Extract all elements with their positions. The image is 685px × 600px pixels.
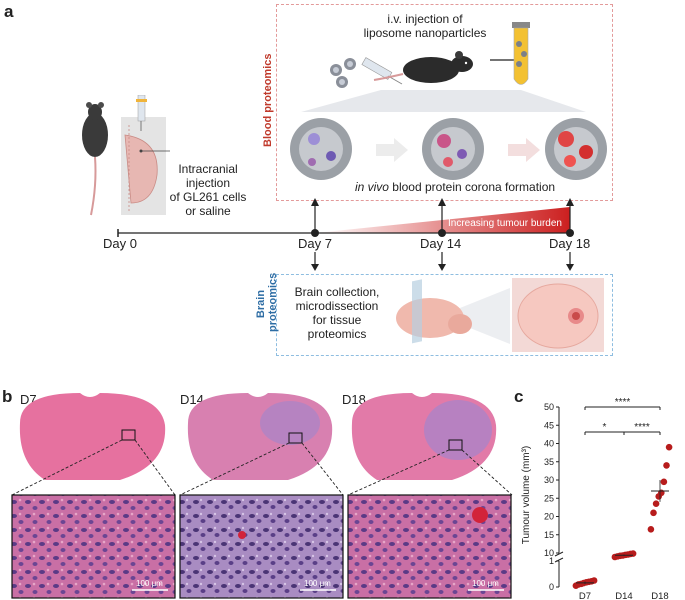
histology-panel: [11, 393, 513, 599]
blood-proteomics-label: Blood proteomics: [262, 53, 274, 147]
corona-1: [290, 118, 352, 180]
panel-c-letter: c: [514, 387, 524, 406]
arrows-day14: [438, 198, 446, 271]
y-tick-label: 0: [549, 582, 554, 592]
brain-collection-line-2: microdissection: [295, 299, 379, 313]
y-tick-label: 50: [544, 402, 554, 412]
timeline: [117, 198, 574, 271]
x-tick-label: D7: [579, 591, 591, 600]
significance-label: *: [603, 422, 607, 433]
zoom-d7: [11, 494, 176, 599]
intracranial-line-4: or saline: [185, 204, 231, 218]
brain-section-d7: [19, 393, 166, 480]
mouse-topview-icon: [82, 102, 108, 216]
corona-2: [422, 118, 484, 180]
brain-collection-illustration: [396, 278, 604, 352]
test-tube-icon: [512, 22, 530, 85]
tumour-volume-chart: 10 15 20 25 30 35 40 45 50 0 1 Tumour volume (mm³) D…: [521, 397, 673, 600]
y-tick-label: 30: [544, 475, 554, 485]
arrows-day7: [311, 198, 319, 271]
y-tick-label: 1: [549, 556, 554, 566]
section-label-d18: D18: [342, 392, 366, 407]
injection-text-2: liposome nanoparticles: [363, 26, 487, 40]
y-tick-label: 15: [544, 530, 554, 540]
arrows-day18: [566, 198, 574, 271]
intracranial-illustration: [82, 95, 170, 216]
data-point: [660, 478, 668, 486]
intracranial-line-2: injection: [185, 176, 231, 190]
significance-label: ****: [634, 422, 650, 433]
day-14-label: Day 14: [420, 236, 462, 251]
corona-3: [545, 118, 607, 180]
scale-label-d7: 100 μm: [136, 579, 163, 588]
significance-label: ****: [615, 397, 631, 408]
day-7-label: Day 7: [298, 236, 332, 251]
panel-a-letter: a: [4, 2, 14, 21]
data-point: [652, 500, 660, 508]
brain-proteomics-line-2: proteomics: [267, 272, 279, 332]
brain-collection-line-4: proteomics: [307, 327, 367, 341]
corona-caption: in vivo blood protein corona formation: [330, 180, 580, 194]
section-label-d14: D14: [180, 392, 204, 407]
data-point: [650, 509, 657, 517]
data-point: [663, 462, 670, 469]
liposome-icons: [330, 58, 356, 88]
data-point: [665, 443, 673, 451]
data-point: [647, 525, 655, 533]
intracranial-line-3: of GL261 cells: [169, 190, 247, 204]
blood-proteomics-box: [276, 4, 613, 201]
brain-proteomics-line-1: Brain: [255, 289, 267, 319]
syringe-icon: [361, 57, 403, 85]
brain-collection-line-3: for tissue: [312, 313, 362, 327]
burden-label: Increasing tumour burden: [448, 218, 562, 229]
corona-italic: in vivo: [354, 180, 389, 194]
brain-collection-text: Brain collection, microdissection for ti…: [282, 285, 392, 341]
scale-label-d14: 100 μm: [304, 579, 331, 588]
day-0-label: Day 0: [103, 236, 137, 251]
corona-rest: blood protein corona formation: [388, 180, 556, 194]
y-axis-label: Tumour volume (mm³): [521, 446, 532, 545]
whole-brain-icon: [396, 279, 472, 344]
brain-collection-line-1: Brain collection,: [294, 285, 380, 299]
y-tick-label: 40: [544, 439, 554, 449]
panel-b-letter: b: [2, 387, 13, 406]
y-tick-label: 25: [544, 493, 554, 503]
data-point: [590, 577, 598, 584]
syringe-small-icon: [136, 95, 147, 131]
intracranial-line-1: Intracranial: [178, 162, 238, 176]
mouse-icon: [373, 51, 473, 83]
brain-section-d18: [351, 393, 497, 480]
scale-label-d18: 100 μm: [472, 579, 499, 588]
y-tick-label: 20: [544, 512, 554, 522]
axis-break-mark: [554, 551, 564, 557]
y-tick-label: 35: [544, 457, 554, 467]
coronal-section-icon: [512, 278, 604, 352]
x-tick-label: D14: [615, 591, 632, 600]
day-18-label: Day 18: [549, 236, 591, 251]
brain-proteomics-label: Brain proteomics: [255, 272, 279, 332]
brain-section-d14: [187, 393, 333, 480]
y-tick-label: 45: [544, 420, 554, 430]
y-tick-label: 10: [544, 548, 554, 558]
top-illustrations: [290, 22, 607, 180]
data-point: [629, 550, 637, 557]
intracranial-text: Intracranial injection of GL261 cells or…: [166, 162, 250, 218]
x-tick-label: D18: [651, 591, 668, 600]
zoom-d14: [179, 494, 344, 599]
brain-proteomics-box: [276, 274, 613, 356]
injection-text-1: i.v. injection of: [387, 12, 463, 26]
